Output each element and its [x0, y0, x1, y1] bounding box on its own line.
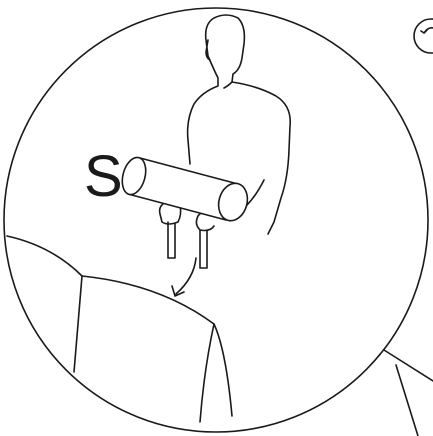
- cylinder-object: [118, 155, 251, 224]
- seat-front-right: [200, 324, 214, 422]
- motion-arrow: [172, 258, 196, 296]
- seat-front-left: [74, 276, 82, 372]
- leader-line-lower: [396, 365, 418, 436]
- rod-left: [168, 222, 175, 258]
- corner-indicator-circle: [414, 19, 433, 53]
- seat-back-left: [7, 236, 82, 276]
- rods: [168, 222, 207, 268]
- rod-right: [200, 230, 207, 268]
- leader-line-upper: [384, 350, 433, 381]
- corner-arrow-icon: [421, 28, 433, 33]
- detail-magnifier-circle: [4, 8, 428, 432]
- step-marker-label: S: [84, 144, 123, 209]
- motion-arrow-curve: [176, 258, 196, 294]
- corner-rotate-indicator: [414, 19, 433, 53]
- seat-outline: [7, 236, 232, 422]
